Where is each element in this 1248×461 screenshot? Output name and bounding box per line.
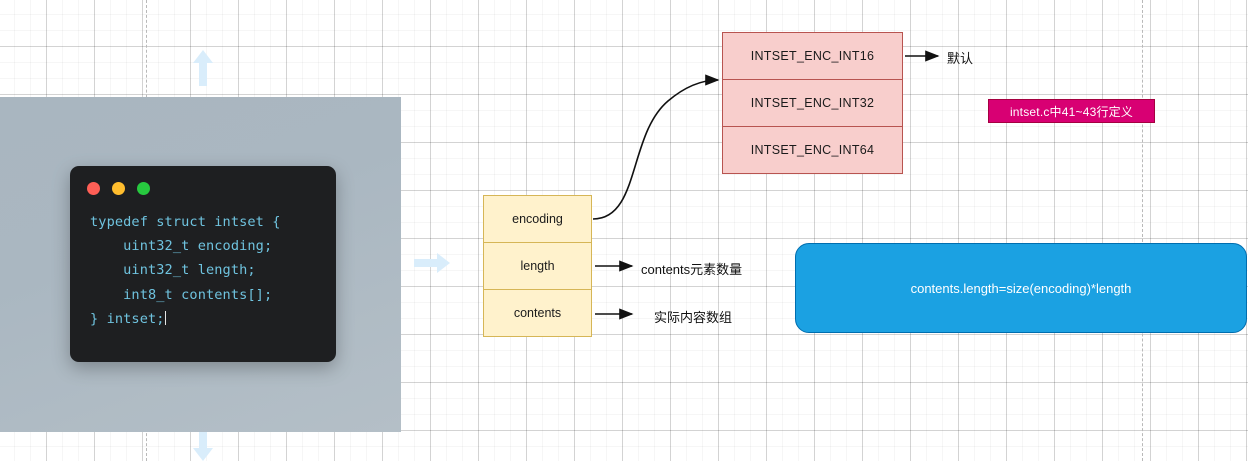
page-break-guide — [1142, 0, 1143, 461]
enum-value-label: INTSET_ENC_INT64 — [750, 143, 875, 157]
struct-field-length[interactable]: length — [483, 242, 592, 290]
annotation-length-label: contents元素数量 — [641, 262, 743, 277]
struct-field-label: contents — [513, 306, 562, 320]
pan-up-icon[interactable] — [192, 50, 214, 86]
struct-field-encoding[interactable]: encoding — [483, 195, 592, 243]
annotation-contents: 实际内容数组 — [654, 307, 732, 326]
source-location-note-label: intset.c中41~43行定义 — [1009, 104, 1134, 119]
code-window[interactable]: typedef struct intset { uint32_t encodin… — [70, 166, 336, 362]
enum-value-label: INTSET_ENC_INT16 — [750, 49, 875, 63]
code-block: typedef struct intset { uint32_t encodin… — [70, 210, 336, 331]
connector-encoding-to-enum — [592, 74, 720, 220]
encoding-enum-values: INTSET_ENC_INT16 INTSET_ENC_INT32 INTSET… — [722, 32, 903, 174]
code-text: typedef struct intset { uint32_t encodin… — [90, 214, 281, 327]
enum-value-int16[interactable]: INTSET_ENC_INT16 — [722, 32, 903, 80]
struct-field-label: encoding — [512, 212, 563, 226]
annotation-length: contents元素数量 — [641, 259, 742, 278]
text-caret — [164, 310, 167, 325]
close-icon[interactable] — [87, 181, 100, 195]
struct-field-label: length — [520, 259, 555, 273]
pan-down-icon[interactable] — [192, 432, 214, 461]
contents-length-formula-note[interactable]: contents.length=size(encoding)*length — [795, 243, 1247, 333]
pan-right-icon[interactable] — [414, 252, 450, 274]
source-location-note[interactable]: intset.c中41~43行定义 — [988, 99, 1155, 123]
struct-field-contents[interactable]: contents — [483, 289, 592, 337]
minimize-icon[interactable] — [112, 181, 125, 195]
enum-value-label: INTSET_ENC_INT32 — [750, 96, 875, 110]
annotation-default: 默认 — [947, 48, 973, 67]
enum-value-int32[interactable]: INTSET_ENC_INT32 — [722, 79, 903, 127]
enum-value-int64[interactable]: INTSET_ENC_INT64 — [722, 126, 903, 174]
annotation-default-label: 默认 — [947, 51, 974, 66]
annotation-contents-label: 实际内容数组 — [654, 310, 733, 325]
intset-struct-fields: encoding length contents — [483, 195, 592, 337]
code-window-titlebar — [70, 166, 336, 210]
contents-length-formula-label: contents.length=size(encoding)*length — [910, 280, 1132, 296]
maximize-icon[interactable] — [137, 181, 150, 195]
